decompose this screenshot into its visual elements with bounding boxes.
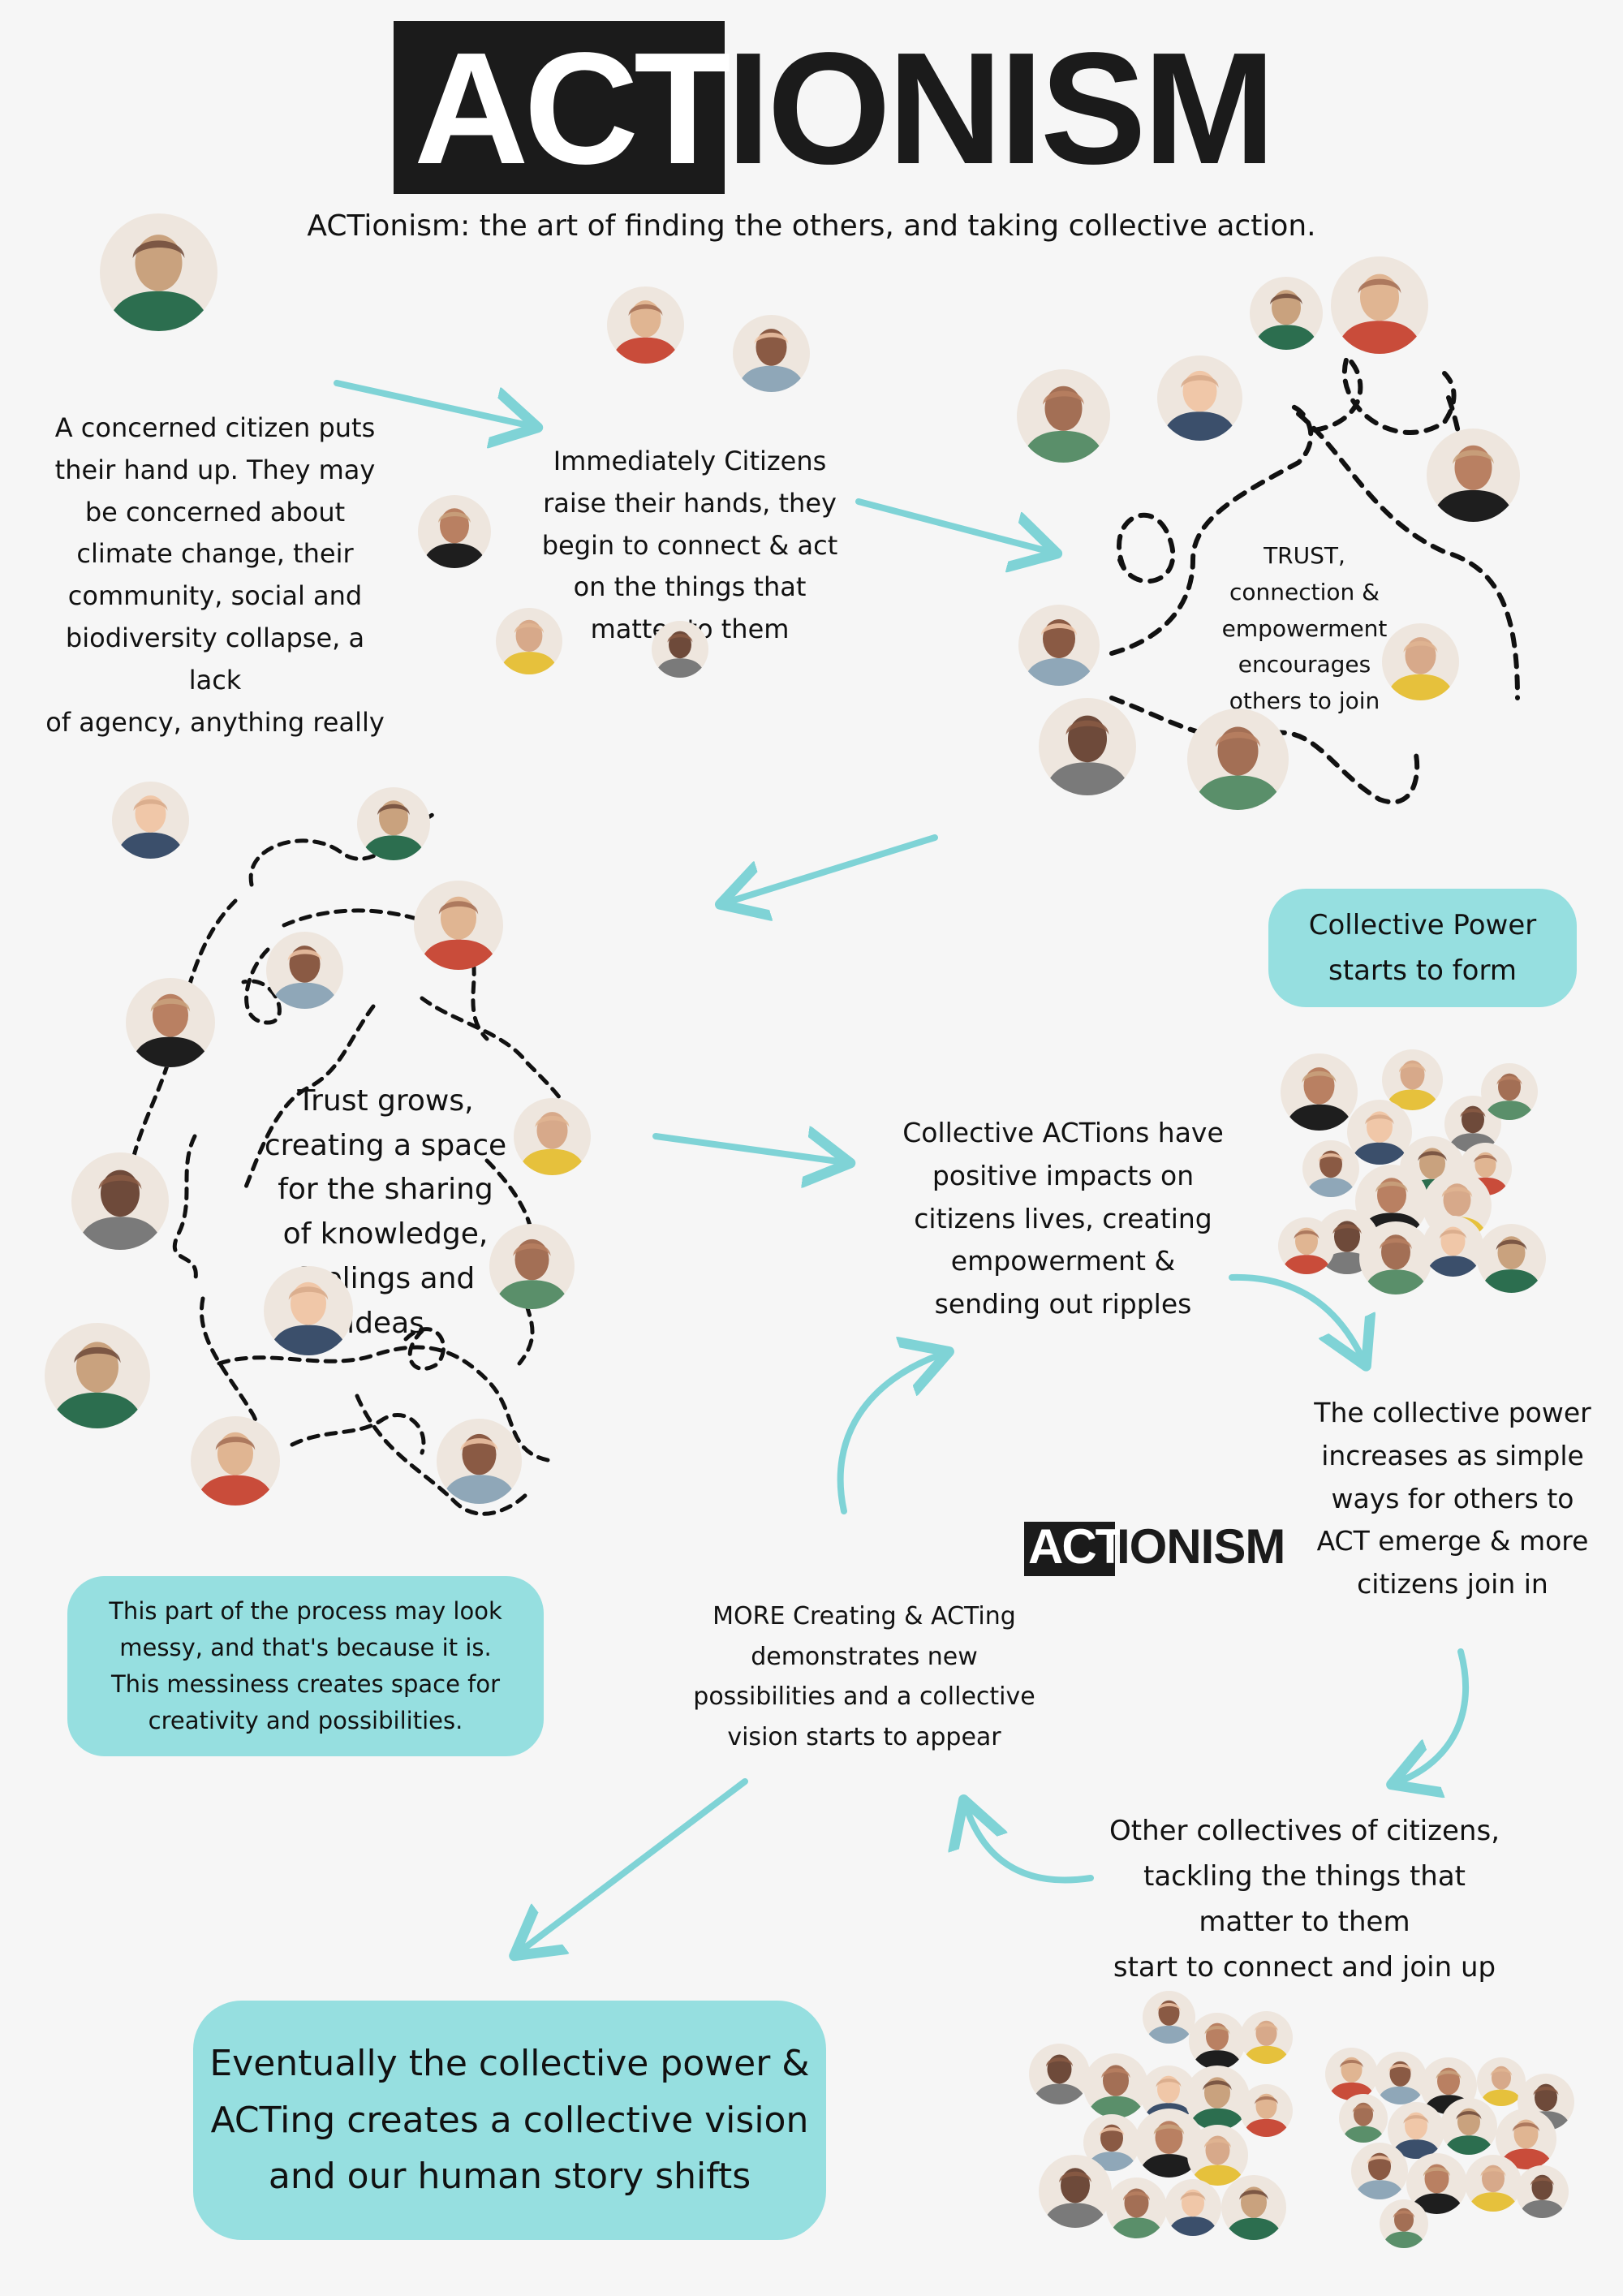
step-11-box: Eventually the collective power & ACTing… bbox=[193, 2001, 826, 2240]
participant-photo bbox=[1359, 1221, 1432, 1294]
participant-photo bbox=[513, 1097, 591, 1175]
subtitle: ACTionism: the art of finding the others… bbox=[307, 209, 1316, 243]
participant-photo bbox=[1239, 2010, 1293, 2064]
step-1-text: A concerned citizen puts their hand up. … bbox=[45, 412, 385, 738]
participant-photo bbox=[111, 781, 189, 859]
participant-photo bbox=[1134, 2108, 1203, 2178]
participant-photo bbox=[1156, 355, 1242, 441]
participant-photo bbox=[1380, 2199, 1428, 2248]
participant-photo bbox=[1515, 2165, 1569, 2218]
participant-photo bbox=[606, 286, 684, 364]
participant-photo bbox=[1185, 2066, 1250, 2130]
participant-photo bbox=[1016, 368, 1110, 463]
logo-act-text: ACT bbox=[414, 19, 731, 197]
participant-photo bbox=[1280, 1053, 1358, 1131]
participant-photo bbox=[1476, 1223, 1546, 1293]
participant-photo bbox=[1444, 1096, 1501, 1152]
participant-photo bbox=[71, 1152, 169, 1250]
participant-photo bbox=[1028, 2043, 1090, 2104]
participant-photo bbox=[652, 621, 708, 678]
arrow-3-to-5 bbox=[726, 834, 938, 902]
participant-photo bbox=[265, 931, 343, 1009]
arrow-9-to-11 bbox=[519, 1778, 748, 1952]
participant-photo bbox=[1373, 2051, 1427, 2104]
participant-photo bbox=[1339, 2094, 1388, 2143]
participant-photo bbox=[1105, 2177, 1167, 2238]
participant-photo bbox=[1347, 1100, 1412, 1165]
participant-photo bbox=[1388, 2102, 1444, 2159]
participant-photo bbox=[1381, 622, 1459, 700]
participant-photo bbox=[1039, 2155, 1112, 2228]
participant-photo bbox=[1186, 708, 1289, 810]
arrow-2-to-3 bbox=[855, 498, 1051, 552]
arrow-5-to-7 bbox=[652, 1136, 844, 1162]
arrow-9-to-7 bbox=[837, 1354, 943, 1514]
small-logo-ionism-text: IONISM bbox=[1117, 1519, 1285, 1574]
step-6-box: This part of the process may look messy,… bbox=[67, 1576, 544, 1756]
participant-photo bbox=[496, 608, 562, 674]
participant-photo bbox=[1331, 256, 1428, 354]
participant-photo bbox=[1018, 605, 1100, 686]
step-9-text: MORE Creating & ACTing demonstrates new … bbox=[693, 1602, 1035, 1751]
participant-photo bbox=[1039, 698, 1136, 795]
participant-photo bbox=[1351, 2143, 1408, 2199]
participant-photo bbox=[732, 314, 810, 392]
participant-photo bbox=[414, 881, 503, 970]
participant-photo bbox=[191, 1416, 280, 1506]
participant-photo bbox=[1481, 1063, 1538, 1120]
arrow-7-to-8 bbox=[1229, 1273, 1363, 1360]
participant-photo bbox=[1426, 428, 1520, 522]
step-10-text: Other collectives of citizens, tackling … bbox=[1109, 1815, 1500, 1984]
participant-photo bbox=[436, 1418, 522, 1504]
participant-photo bbox=[1250, 277, 1323, 350]
small-logo-act-box bbox=[1024, 1522, 1115, 1576]
participant-photo bbox=[264, 1266, 353, 1355]
participant-photo bbox=[1239, 2083, 1293, 2137]
participant-photo bbox=[1381, 1049, 1443, 1110]
participant-photo bbox=[1083, 2114, 1140, 2171]
participant-photo bbox=[1221, 2175, 1286, 2240]
arrow-10-to-9 bbox=[966, 1806, 1094, 1884]
participant-photo bbox=[1165, 2179, 1221, 2236]
arrow-1-to-2 bbox=[334, 380, 532, 426]
participant-photo bbox=[1420, 2057, 1477, 2114]
participant-photo bbox=[1422, 1215, 1483, 1277]
participant-photo bbox=[1465, 2155, 1522, 2212]
small-logo-act-text: ACT bbox=[1028, 1519, 1125, 1574]
participant-photo bbox=[357, 787, 430, 860]
participant-photo bbox=[1083, 2053, 1148, 2118]
participant-photo bbox=[1440, 2098, 1497, 2155]
arrow-8-to-10 bbox=[1397, 1648, 1470, 1782]
participant-photo bbox=[99, 213, 217, 331]
logo-ionism-text: IONISM bbox=[726, 19, 1276, 197]
participant-photo bbox=[1324, 2047, 1378, 2100]
logo-act-box bbox=[394, 21, 725, 194]
step-7-text: Collective ACTions have positive impacts… bbox=[902, 1117, 1224, 1320]
participant-photo bbox=[1186, 2124, 1248, 2186]
participant-photo bbox=[1142, 1990, 1195, 2044]
participant-photo bbox=[1302, 1140, 1359, 1197]
step-3-text: TRUST, connection & empowerment encourag… bbox=[1221, 542, 1388, 715]
step-2-text: Immediately Citizens raise their hands, … bbox=[541, 446, 838, 645]
participant-photo bbox=[1278, 1217, 1335, 1274]
participant-photo bbox=[126, 978, 215, 1067]
step-4-box: Collective Power starts to form bbox=[1268, 889, 1577, 1007]
participant-photo bbox=[1189, 2013, 1246, 2070]
participant-photo bbox=[489, 1223, 575, 1309]
step-8-text: The collective power increases as simple… bbox=[1314, 1397, 1591, 1600]
participant-photo bbox=[418, 495, 491, 568]
step-5-text: Trust grows, creating a space for the sh… bbox=[264, 1084, 507, 1340]
participant-photo bbox=[45, 1323, 150, 1428]
participant-photo bbox=[1406, 2152, 1467, 2214]
